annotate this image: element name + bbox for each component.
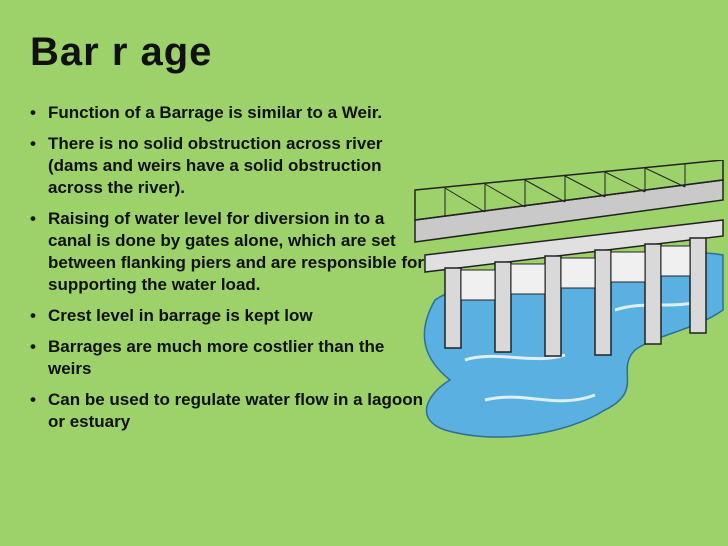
bullet-text: Barrages are much more costlier than the… <box>48 337 385 378</box>
bullet-item: • Crest level in barrage is kept low <box>28 305 428 327</box>
slide-title: Bar r age <box>30 30 213 74</box>
pier <box>494 261 512 353</box>
gate <box>610 251 646 283</box>
bridge-truss <box>414 160 724 221</box>
gate <box>560 257 596 289</box>
lower-deck <box>424 219 724 273</box>
bullet-dot: • <box>30 306 36 325</box>
bullet-item: • Can be used to regulate water flow in a… <box>28 389 428 433</box>
gate <box>510 263 546 295</box>
bullet-item: • There is no solid obstruction across ri… <box>28 133 428 199</box>
bullet-text: Function of a Barrage is similar to a We… <box>48 103 383 122</box>
bullet-item: • Function of a Barrage is similar to a W… <box>28 102 428 124</box>
pier <box>689 237 707 334</box>
bullet-text: Crest level in barrage is kept low <box>48 306 313 325</box>
barrage-illustration-icon <box>414 160 724 438</box>
bullet-dot: • <box>30 337 36 356</box>
gate <box>660 245 691 277</box>
piers <box>444 237 707 357</box>
gates <box>460 245 691 301</box>
pier <box>544 255 562 357</box>
bullet-dot: • <box>30 103 36 122</box>
bullet-text: There is no solid obstruction across riv… <box>48 134 383 197</box>
gate <box>460 269 496 301</box>
bullet-text: Raising of water level for diversion in … <box>48 209 424 294</box>
bullet-dot: • <box>30 209 36 228</box>
pier <box>644 243 662 345</box>
bullet-list: • Function of a Barrage is similar to a W… <box>28 102 428 442</box>
bullet-item: • Raising of water level for diversion in… <box>28 208 428 296</box>
bullet-text: Can be used to regulate water flow in a … <box>48 390 423 431</box>
bullet-dot: • <box>30 134 36 153</box>
pier <box>444 267 462 349</box>
truss-lines <box>444 164 686 217</box>
bullet-dot: • <box>30 390 36 409</box>
pier <box>594 249 612 356</box>
bullet-item: • Barrages are much more costlier than th… <box>28 336 428 380</box>
